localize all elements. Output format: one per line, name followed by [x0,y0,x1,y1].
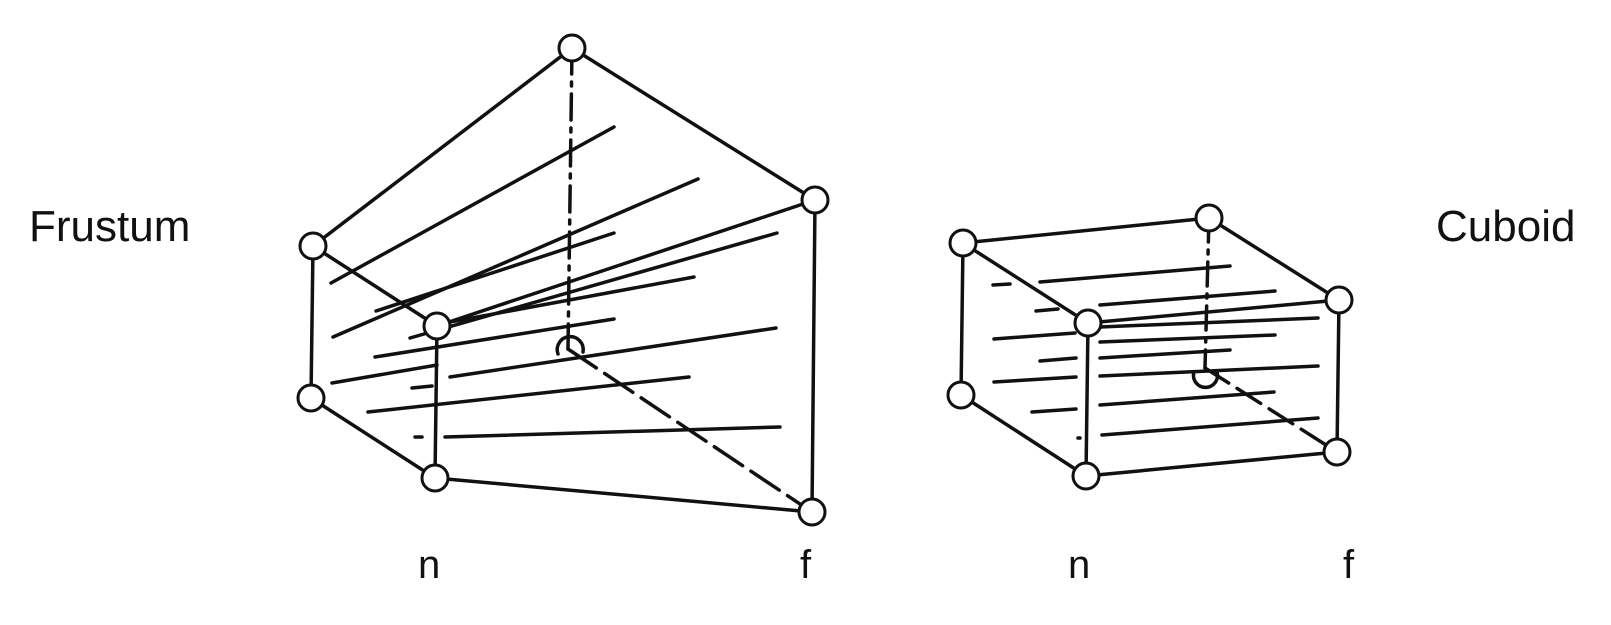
frustum-edge-near-top [311,244,439,328]
frustum-vertex [420,463,450,493]
cuboid-vertex [1071,461,1101,491]
frustum-hatch-line [410,384,434,390]
cuboid-hatch-line [1038,356,1078,363]
cuboid-label: Cuboid [1436,202,1576,251]
cuboid-hidden-vertex [1191,370,1220,390]
frustum-edge-near-bottom [309,396,437,480]
frustum-hatch-line [408,231,779,340]
frustum-vertex [296,383,326,413]
frustum-hatch-line [374,231,616,313]
cuboid-hatch-line [1100,416,1320,437]
cuboid-hatch-line [1034,307,1060,313]
frustum-edge-near-top-back [311,46,574,248]
cuboid-far-label: f [1343,543,1355,587]
frustum-hatch-line [373,317,616,359]
cuboid-edge-bottom-right [1084,450,1339,478]
cuboid-hatch-line [1098,348,1232,360]
frustum-hatch-line [330,363,439,385]
cuboid-vertex [1073,308,1103,338]
cuboid-edge-top-front [1086,298,1341,325]
frustum-near-label: n [418,543,441,587]
cuboid-shape [946,203,1354,491]
cuboid-hatch-line [1098,289,1277,307]
frustum-vertex [797,497,827,527]
cuboid-hatch-line [1098,333,1277,344]
cuboid-hidden-edge-vertical [1203,216,1211,370]
cuboid-hatch-line [1038,264,1232,284]
frustum-hatch-line [366,375,691,414]
cuboid-vertex [1324,285,1354,315]
cuboid-hatch-line [1030,407,1078,414]
cuboid-vertex [948,228,978,258]
frustum-vertex [800,185,830,215]
cuboid-edge-top-right [1207,216,1341,302]
frustum-hatch-line [443,425,782,439]
frustum-vertex [298,231,328,261]
frustum-vertex [422,311,452,341]
frustum-edge-near-left [309,244,315,400]
frustum-hatch-line [331,177,700,339]
frustum-shape [296,33,830,527]
frustum-edge-far-top [570,46,817,202]
cuboid-edge-near-top [961,241,1090,325]
cuboid-edge-far-right [1335,298,1341,454]
frustum-hatch-line [448,275,696,324]
cuboid-vertex [1322,437,1352,467]
cuboid-vertex [1194,203,1224,233]
frustum-hatch-line [448,326,778,379]
cuboid-edge-near-front [1084,321,1090,478]
cuboid-vertex [946,380,976,410]
frustum-hidden-edge-vertical [566,46,574,351]
frustum-edge-top-front [435,198,817,328]
cuboid-edge-near-bottom [959,393,1088,478]
frustum-vertex [557,33,587,63]
frustum-edge-far-right [810,198,817,514]
cuboid-hatch-line [1098,390,1276,407]
cuboid-hatch-line [1098,316,1320,329]
cuboid-edge-top-back [961,216,1211,245]
cuboid-edge-near-left [959,241,965,397]
cuboid-hatch-line [992,331,1077,341]
frustum-far-label: f [800,543,812,587]
frustum-hatch-line [329,125,616,285]
cuboid-near-label: n [1068,543,1091,587]
cuboid-hatch-line [991,282,1012,287]
frustum-edge-bottom-right [433,476,814,514]
frustum-label: Frustum [29,202,191,251]
frustum-edge-near-front [433,324,439,480]
cuboid-hidden-edge-bottom [1203,366,1339,454]
cuboid-hatch-line [992,375,1078,384]
cuboid-hatch-line [1098,364,1320,378]
frustum-hidden-vertex [555,334,585,356]
